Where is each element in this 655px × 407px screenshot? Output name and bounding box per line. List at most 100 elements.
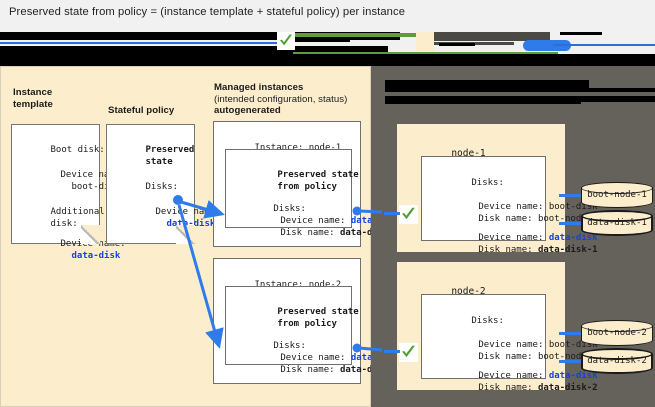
green-check-icon — [399, 205, 418, 224]
cylinder-top — [581, 348, 653, 360]
section-label-line: Managed instances — [214, 82, 304, 93]
cylinder-top — [581, 320, 653, 332]
preserved-state-heading: Preserved — [145, 144, 195, 155]
disk-cylinder-data-disk-2: data-disk-2 — [581, 348, 653, 374]
disk-label: boot-node-1 — [587, 190, 647, 200]
redaction-bar — [560, 32, 602, 35]
right-panel-title-redaction — [385, 96, 581, 104]
device-name-key: Device name: — [478, 339, 544, 350]
right-panel-title-redaction — [385, 88, 655, 92]
disk-name-key: Disk name: — [478, 382, 533, 393]
page-title: Preserved state from policy = (instance … — [9, 6, 406, 18]
disk-cylinder-boot-node-1: boot-node-1 — [581, 182, 653, 208]
disk-name-key: Disk name: — [280, 364, 335, 375]
section-label-stateful-policy: Stateful policy — [108, 105, 174, 117]
device-name-value: data-disk — [548, 370, 598, 381]
redaction-bar — [388, 54, 655, 66]
disk-name-value: data-disk-1 — [537, 244, 598, 255]
vm-disks-box: Disks: Device name: boot-disk Disk name:… — [421, 156, 598, 255]
redaction-bar — [0, 62, 655, 66]
disk-label: data-disk-1 — [587, 218, 647, 228]
legend-blue-blob — [523, 40, 571, 51]
legend-band-redacted — [0, 30, 655, 66]
preserved-state-heading: state — [145, 156, 173, 167]
disk-name-value: data-disk-1 — [339, 227, 400, 238]
redaction-bar — [295, 39, 350, 42]
right-panel-title-redaction — [581, 96, 655, 102]
vm-disks-box: Disks: Device name: boot-disk Disk name:… — [421, 294, 598, 393]
section-label-line: autogenerated — [214, 105, 281, 116]
connector-data-disk-2 — [559, 360, 581, 363]
vm-name-label: node-2 — [451, 285, 486, 297]
vm-card-node-2: node-2 Disks: Device name: boot-disk Dis… — [397, 262, 598, 393]
preserved-state-heading: Preserved state — [277, 169, 359, 180]
legend-green-rule — [295, 33, 416, 37]
connector-boot-node-1 — [559, 194, 581, 197]
disks-label: Disks: — [471, 177, 504, 188]
device-name-key: Device name: — [478, 370, 544, 381]
preserved-state-box: Preserved state from policy Disks: Devic… — [225, 286, 400, 375]
managed-instance-card-node-2: Instance: node-2 Preserved state from po… — [213, 258, 400, 384]
redaction-bar — [439, 43, 475, 46]
disk-name-key: Disk name: — [478, 244, 533, 255]
cylinder-top — [581, 210, 653, 222]
preserved-state-heading: from policy — [277, 318, 337, 329]
vm-card-node-1: node-1 Disks: Device name: boot-disk Dis… — [397, 124, 598, 255]
right-panel-title-redaction — [385, 80, 589, 88]
additional-disk-label: disk: — [50, 218, 78, 229]
green-check-icon — [277, 32, 295, 50]
legend-blue-rule — [0, 42, 293, 44]
device-name-value: boot-disk — [548, 201, 598, 212]
page-fold-corner — [81, 225, 100, 244]
device-name-value: data-disk — [71, 250, 121, 261]
disk-cylinder-boot-node-2: boot-node-2 — [581, 320, 653, 346]
disks-label: Disks: — [273, 340, 306, 351]
disk-cylinder-data-disk-1: data-disk-1 — [581, 210, 653, 236]
device-name-value: boot-disk — [548, 339, 598, 350]
connector-data-disk-1 — [559, 222, 581, 225]
section-label-managed-instances: Managed instances (intended configuratio… — [214, 82, 347, 117]
connector-to-check-node-1 — [384, 212, 400, 215]
legend-blue-rule — [553, 44, 655, 46]
disk-name-value: data-disk-2 — [537, 382, 598, 393]
instance-name-label: Instance: node-1 — [254, 142, 342, 153]
connector-boot-node-2 — [559, 332, 581, 335]
green-check-icon — [399, 343, 418, 362]
device-name-value: data-disk — [548, 232, 598, 243]
disk-name-key: Disk name: — [478, 213, 533, 224]
disk-name-value: data-disk-2 — [339, 364, 400, 375]
cylinder-top — [581, 182, 653, 194]
preserved-state-heading: Preserved state — [277, 306, 359, 317]
managed-instance-card-node-1: Instance: node-1 Preserved state from po… — [213, 121, 400, 247]
disk-name-key: Disk name: — [280, 227, 335, 238]
disk-name-value: boot-node-2 — [537, 351, 598, 362]
stateful-policy-card: Preserved state Disks: Device name: data… — [106, 124, 221, 244]
disks-label: Disks: — [471, 315, 504, 326]
preserved-state-box: Preserved state from policy Disks: Devic… — [225, 149, 400, 238]
legend-cream-swatch — [416, 32, 434, 51]
preserved-state-heading: from policy — [277, 181, 337, 192]
section-label-line: Stateful policy — [108, 105, 175, 116]
section-label-line: (intended configuration, status) — [214, 93, 348, 105]
additional-disk-label: Additional — [50, 206, 105, 217]
section-label-line: template — [13, 98, 53, 110]
device-name-key: Device name: — [478, 201, 544, 212]
disks-label: Disks: — [145, 181, 179, 192]
disk-name-value: boot-node-1 — [537, 213, 598, 224]
device-name-key: Device name: — [280, 215, 346, 226]
connector-to-check-node-2 — [384, 350, 400, 353]
instance-name-label: Instance: node-2 — [254, 279, 342, 290]
device-name-key: Device name: — [280, 352, 346, 363]
redaction-bar — [0, 32, 400, 40]
device-name-key: Device name: — [478, 232, 544, 243]
device-name-value: boot-disk — [71, 181, 121, 192]
page-fold-corner — [176, 225, 195, 244]
section-label-instance-template: Instance template — [13, 87, 53, 110]
vm-name-label: node-1 — [451, 147, 486, 159]
instance-template-card: Boot disk: Device name: boot-disk Additi… — [11, 124, 126, 261]
legend-gray-rule — [434, 32, 550, 41]
legend-green-rule — [293, 52, 558, 54]
boot-disk-label: Boot disk: — [50, 144, 105, 155]
disk-label: boot-node-2 — [587, 328, 647, 338]
